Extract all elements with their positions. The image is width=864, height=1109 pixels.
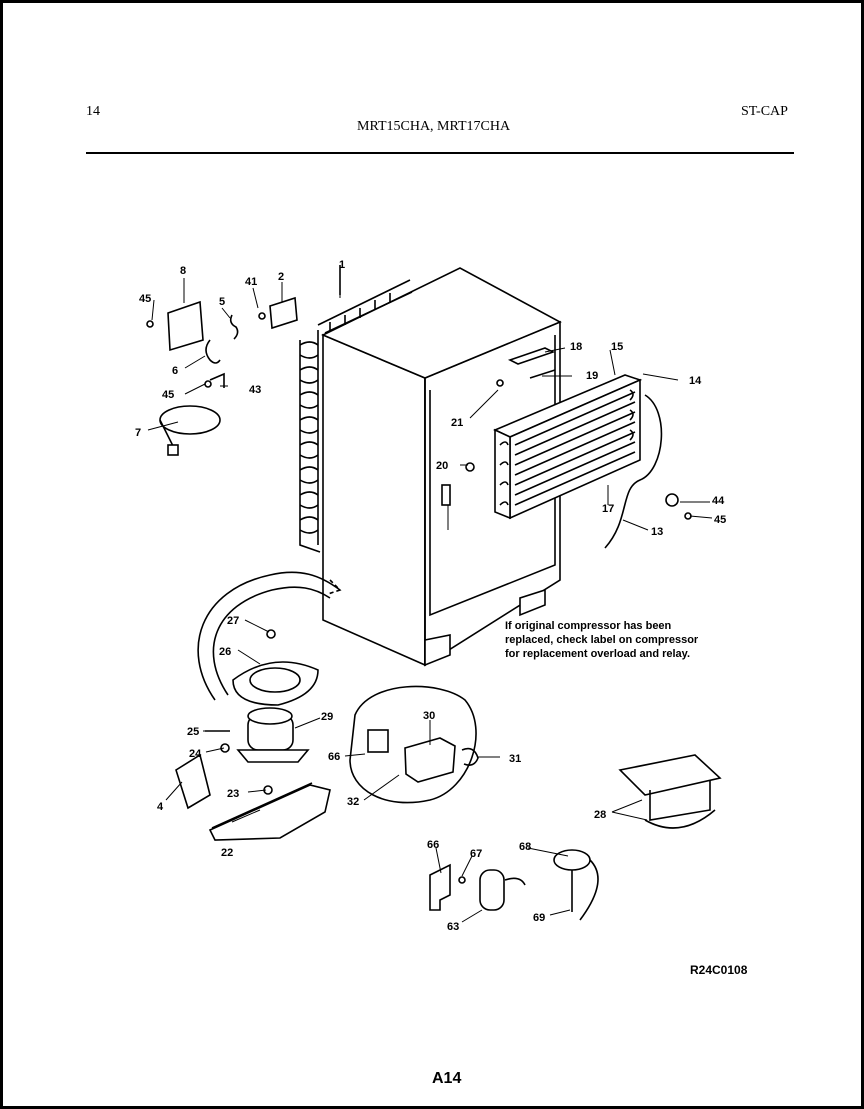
leader-lines [147, 270, 713, 923]
callout-2: 2 [278, 271, 284, 283]
model-numbers: MRT15CHA, MRT17CHA [357, 119, 511, 134]
page-number: 14 [86, 104, 100, 119]
callout-24: 24 [189, 748, 202, 760]
callout-13: 13 [651, 526, 663, 538]
note-line-1: If original compressor has been [505, 620, 672, 632]
callout-32: 32 [347, 796, 359, 808]
note-line-2: replaced, check label on compressor [505, 634, 699, 646]
callout-7: 7 [135, 427, 141, 439]
callout-43: 43 [249, 384, 261, 396]
evaporator-coil [441, 347, 692, 549]
callout-4: 4 [157, 801, 164, 813]
callout-25: 25 [187, 726, 199, 738]
section-code: ST-CAP [741, 104, 788, 119]
bottom-parts [429, 754, 722, 921]
drawing-code: R24C0108 [690, 963, 748, 977]
note-line-3: for replacement overload and relay. [505, 648, 691, 660]
callout-26: 26 [219, 646, 231, 658]
left-parts [146, 296, 298, 456]
callout-17: 17 [602, 503, 614, 515]
relay-inset [349, 685, 479, 804]
callout-45-top: 45 [139, 293, 151, 305]
callout-30: 30 [423, 710, 435, 722]
callout-1: 1 [339, 259, 345, 271]
callout-27: 27 [227, 615, 239, 627]
callout-45-right: 45 [714, 514, 726, 526]
cabinet [321, 267, 562, 667]
header-rule [86, 152, 794, 154]
callout-66-inset: 66 [328, 751, 340, 763]
callout-29: 29 [321, 711, 333, 723]
callout-6: 6 [172, 365, 178, 377]
callout-63: 63 [447, 921, 459, 933]
drain-hose [197, 571, 342, 701]
callout-14: 14 [689, 375, 702, 387]
callout-28: 28 [594, 809, 606, 821]
callout-41: 41 [245, 276, 257, 288]
callout-67: 67 [470, 848, 482, 860]
callout-66: 66 [427, 839, 439, 851]
callout-22: 22 [221, 847, 233, 859]
callout-18: 18 [570, 341, 582, 353]
compressor-group [175, 629, 331, 841]
condenser-coil [299, 265, 413, 553]
callout-15: 15 [611, 341, 623, 353]
compressor-note: If original compressor has been replaced… [505, 619, 745, 661]
callout-31: 31 [509, 753, 521, 765]
callout-20: 20 [436, 460, 448, 472]
callout-23: 23 [227, 788, 239, 800]
callout-8: 8 [180, 265, 186, 277]
callout-45-mid: 45 [162, 389, 174, 401]
callout-21: 21 [451, 417, 463, 429]
callout-labels: 1 2 4 5 6 7 8 13 14 15 17 18 19 20 21 22… [135, 259, 726, 933]
callout-69: 69 [533, 912, 545, 924]
callout-19: 19 [586, 370, 598, 382]
page-label: A14 [432, 1070, 462, 1087]
callout-44: 44 [712, 495, 725, 507]
callout-5: 5 [219, 296, 225, 308]
callout-68: 68 [519, 841, 531, 853]
